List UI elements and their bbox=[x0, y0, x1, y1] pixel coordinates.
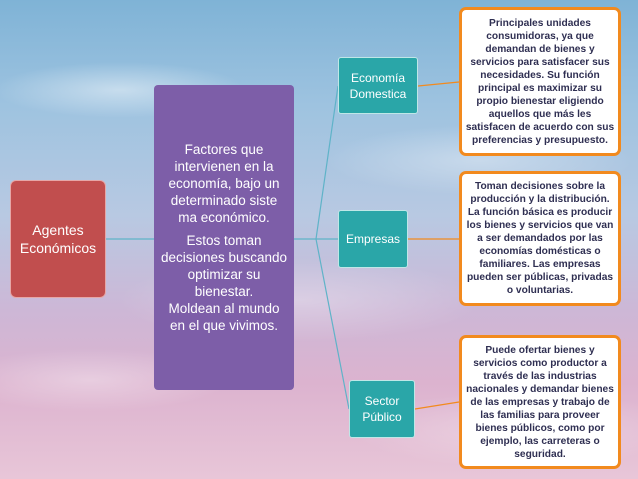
factores-text-1: Factores que intervienen en la economía,… bbox=[168, 142, 280, 225]
agentes-economicos-box: Agentes Económicos bbox=[10, 180, 106, 298]
connector-to-economia bbox=[315, 85, 339, 240]
sector-label-line1: Sector bbox=[364, 394, 400, 408]
agentes-label-line2: Económicos bbox=[19, 240, 97, 256]
agentes-label-line1: Agentes bbox=[32, 222, 84, 238]
economia-description-text: Principales unidades consumidoras, ya qu… bbox=[465, 17, 615, 146]
factores-text-2: Estos toman decisiones buscando optimiza… bbox=[160, 233, 288, 299]
economia-domestica-box: Economía Domestica bbox=[338, 57, 418, 114]
economia-description: Principales unidades consumidoras, ya qu… bbox=[459, 7, 621, 156]
empresas-description-text: Toman decisiones sobre la producción y l… bbox=[466, 181, 614, 296]
connector-to-sector bbox=[315, 238, 350, 410]
sector-label-line2: Público bbox=[362, 410, 402, 424]
connector-sector-desc bbox=[414, 401, 460, 410]
empresas-description: Toman decisiones sobre la producción y l… bbox=[459, 171, 621, 306]
factores-text-3: Moldean al mundo en el que vivimos. bbox=[168, 301, 280, 333]
economia-label-line1: Economía bbox=[350, 70, 406, 85]
sector-description: Puede ofertar bienes y servicios como pr… bbox=[459, 335, 621, 469]
economia-label-line2: Domestica bbox=[349, 86, 407, 101]
connector-economia-desc bbox=[417, 81, 460, 87]
factores-box: Factores que intervienen en la economía,… bbox=[154, 85, 294, 390]
sector-description-text: Puede ofertar bienes y servicios como pr… bbox=[466, 344, 614, 460]
empresas-box: Empresas bbox=[338, 210, 408, 268]
empresas-label: Empresas bbox=[345, 232, 401, 246]
sector-publico-box: Sector Público bbox=[349, 380, 415, 438]
